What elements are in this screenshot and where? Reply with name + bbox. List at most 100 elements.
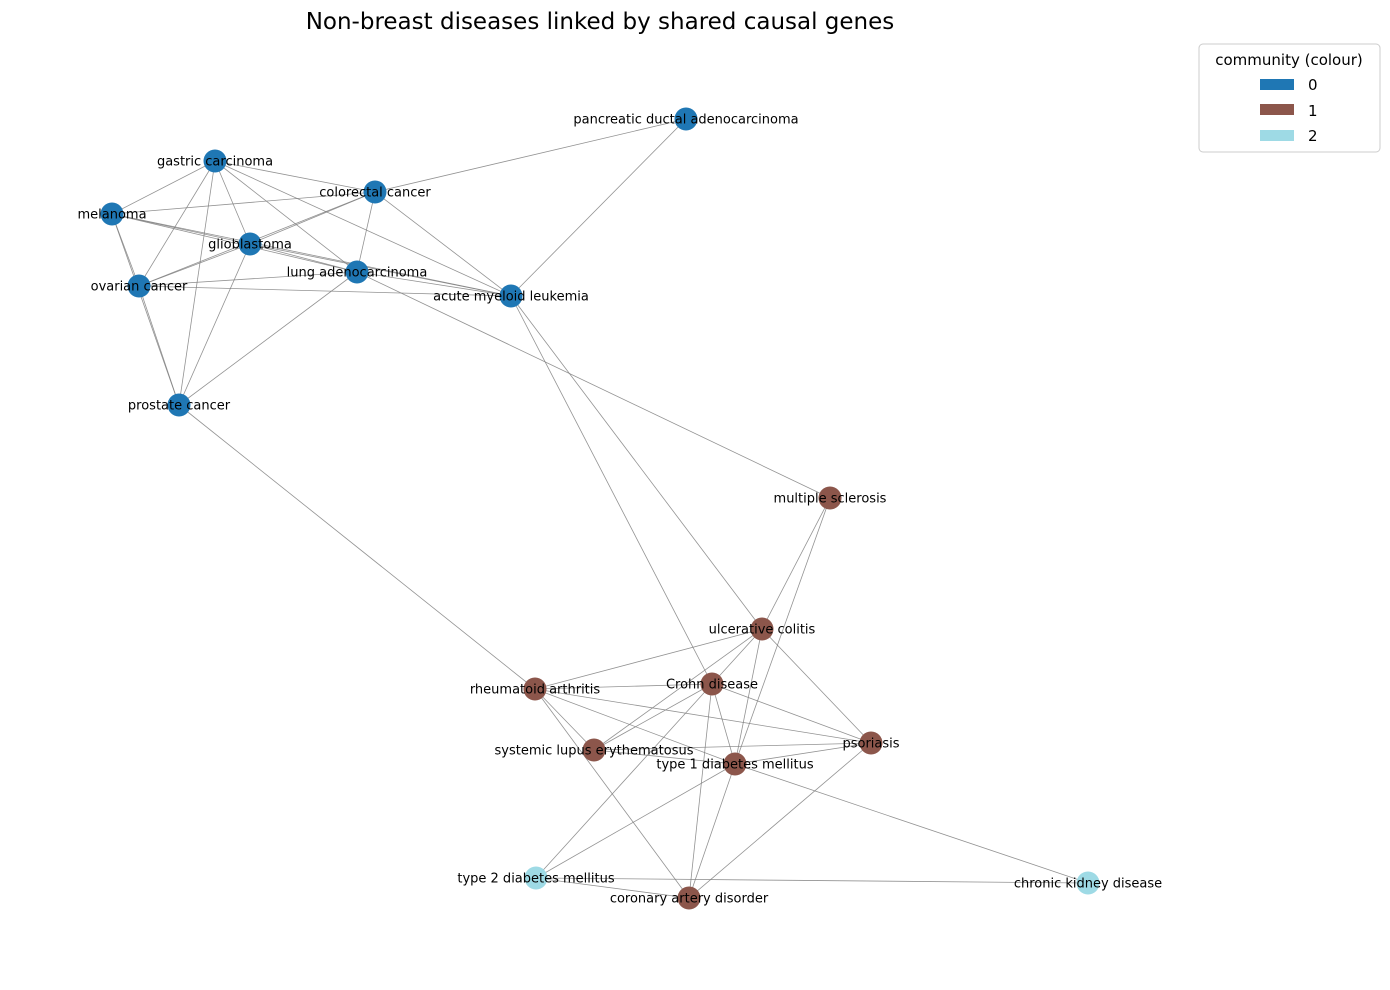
edge-sle-t1d xyxy=(593,749,736,765)
edge-t1d-ckd xyxy=(734,763,1089,884)
legend: community (colour) 0 1 2 xyxy=(1198,43,1381,153)
edge-ra-cad xyxy=(534,688,690,899)
edge-uc-ra xyxy=(534,628,763,690)
node-label-melanoma: melanoma xyxy=(77,208,146,223)
edge-crohn-t2d xyxy=(535,683,713,879)
node-lung xyxy=(345,260,369,284)
node-colorectal xyxy=(363,180,387,204)
edge-psoriasis-t1d xyxy=(734,742,872,765)
node-label-aml: acute myeloid leukemia xyxy=(433,290,589,305)
edge-colorectal-pdac xyxy=(374,118,687,193)
edge-uc-crohn xyxy=(711,628,763,685)
node-label-glioblastoma: glioblastoma xyxy=(208,238,292,253)
edge-aml-pdac xyxy=(510,118,687,297)
node-crohn xyxy=(700,672,724,696)
edge-sle-psoriasis xyxy=(593,742,872,751)
edge-ra-t1d xyxy=(534,688,736,765)
node-label-ra: rheumatoid arthritis xyxy=(470,683,601,698)
node-label-cad: coronary artery disorder xyxy=(610,892,769,907)
edge-t2d-cad xyxy=(535,877,690,899)
node-label-pdac: pancreatic ductal adenocarcinoma xyxy=(573,113,798,128)
legend-label-0: 0 xyxy=(1308,76,1318,94)
edge-ra-psoriasis xyxy=(534,688,872,744)
edge-aml-uc xyxy=(510,295,763,630)
diagram-title: Non-breast diseases linked by shared cau… xyxy=(306,9,895,35)
legend-swatch-0 xyxy=(1260,79,1294,90)
edge-lung-aml xyxy=(356,271,512,297)
node-label-psoriasis: psoriasis xyxy=(842,737,899,752)
node-cad xyxy=(677,886,701,910)
legend-title: community (colour) xyxy=(1215,51,1363,69)
node-uc xyxy=(750,617,774,641)
edge-glioblastoma-prostate xyxy=(178,243,251,406)
legend-swatch-1 xyxy=(1260,104,1294,115)
edge-melanoma-prostate xyxy=(111,213,180,406)
edge-gastric-ovarian xyxy=(138,160,216,287)
edge-lung-ms xyxy=(356,271,831,499)
node-label-prostate: prostate cancer xyxy=(128,399,231,414)
node-label-ckd: chronic kidney disease xyxy=(1014,877,1162,892)
node-sle xyxy=(582,738,606,762)
edge-uc-t1d xyxy=(734,628,763,765)
edge-uc-psoriasis xyxy=(761,628,872,744)
edge-melanoma-lung xyxy=(111,213,358,273)
labels-layer: pancreatic ductal adenocarcinoma gastric … xyxy=(77,113,1162,907)
nodes-layer xyxy=(100,107,1100,910)
node-label-crohn: Crohn disease xyxy=(666,678,758,693)
node-t1d xyxy=(723,752,747,776)
node-label-ms: multiple sclerosis xyxy=(774,492,887,507)
node-glioblastoma xyxy=(238,232,262,256)
node-label-t2d: type 2 diabetes mellitus xyxy=(457,872,614,887)
node-gastric xyxy=(203,149,227,173)
edge-gastric-prostate xyxy=(178,160,216,406)
node-prostate xyxy=(167,393,191,417)
edge-ra-sle xyxy=(534,688,595,751)
edge-ovarian-prostate xyxy=(138,285,180,406)
legend-label-1: 1 xyxy=(1308,102,1318,120)
node-ms xyxy=(818,486,842,510)
edge-glioblastoma-lung xyxy=(249,243,358,273)
edge-glioblastoma-ovarian xyxy=(138,243,251,287)
edge-psoriasis-cad xyxy=(688,742,872,899)
legend-swatch-2 xyxy=(1260,130,1294,141)
node-label-gastric: gastric carcinoma xyxy=(157,155,273,170)
legend-label-2: 2 xyxy=(1308,127,1318,145)
edge-gastric-colorectal xyxy=(214,160,376,193)
edge-crohn-psoriasis xyxy=(711,683,872,744)
edge-gastric-melanoma xyxy=(111,160,216,215)
edge-ovarian-aml xyxy=(138,285,512,297)
node-label-uc: ulcerative colitis xyxy=(709,623,816,638)
edge-aml-crohn xyxy=(510,295,713,685)
edge-t1d-t2d xyxy=(535,763,736,879)
node-label-ovarian: ovarian cancer xyxy=(91,280,188,295)
edge-melanoma-aml xyxy=(111,213,512,297)
node-melanoma xyxy=(100,202,124,226)
edge-colorectal-aml xyxy=(374,191,512,297)
edge-crohn-t1d xyxy=(711,683,736,765)
node-aml xyxy=(499,284,523,308)
edge-lung-ovarian xyxy=(138,271,358,287)
edge-melanoma-colorectal xyxy=(111,191,376,215)
edge-gastric-aml xyxy=(214,160,512,297)
edge-uc-sle xyxy=(593,628,763,751)
edge-gastric-lung xyxy=(214,160,358,273)
node-label-lung: lung adenocarcinoma xyxy=(287,266,428,281)
node-t2d xyxy=(524,866,548,890)
node-label-colorectal: colorectal cancer xyxy=(319,186,431,201)
node-ovarian xyxy=(127,274,151,298)
edge-prostate-ra xyxy=(178,404,536,690)
node-label-sle: systemic lupus erythematosus xyxy=(495,744,694,759)
edge-crohn-sle xyxy=(593,683,713,751)
node-ckd xyxy=(1076,871,1100,895)
edge-glioblastoma-aml xyxy=(249,243,512,297)
node-label-t1d: type 1 diabetes mellitus xyxy=(656,758,813,773)
legend-box xyxy=(1198,43,1381,153)
edge-ms-uc xyxy=(761,497,831,630)
edge-t2d-ckd xyxy=(535,877,1089,884)
edge-lung-prostate xyxy=(178,271,358,406)
edge-ra-crohn xyxy=(534,683,713,690)
edges-layer xyxy=(111,118,1089,899)
edge-ms-t1d xyxy=(734,497,831,765)
edge-colorectal-lung xyxy=(356,191,376,273)
